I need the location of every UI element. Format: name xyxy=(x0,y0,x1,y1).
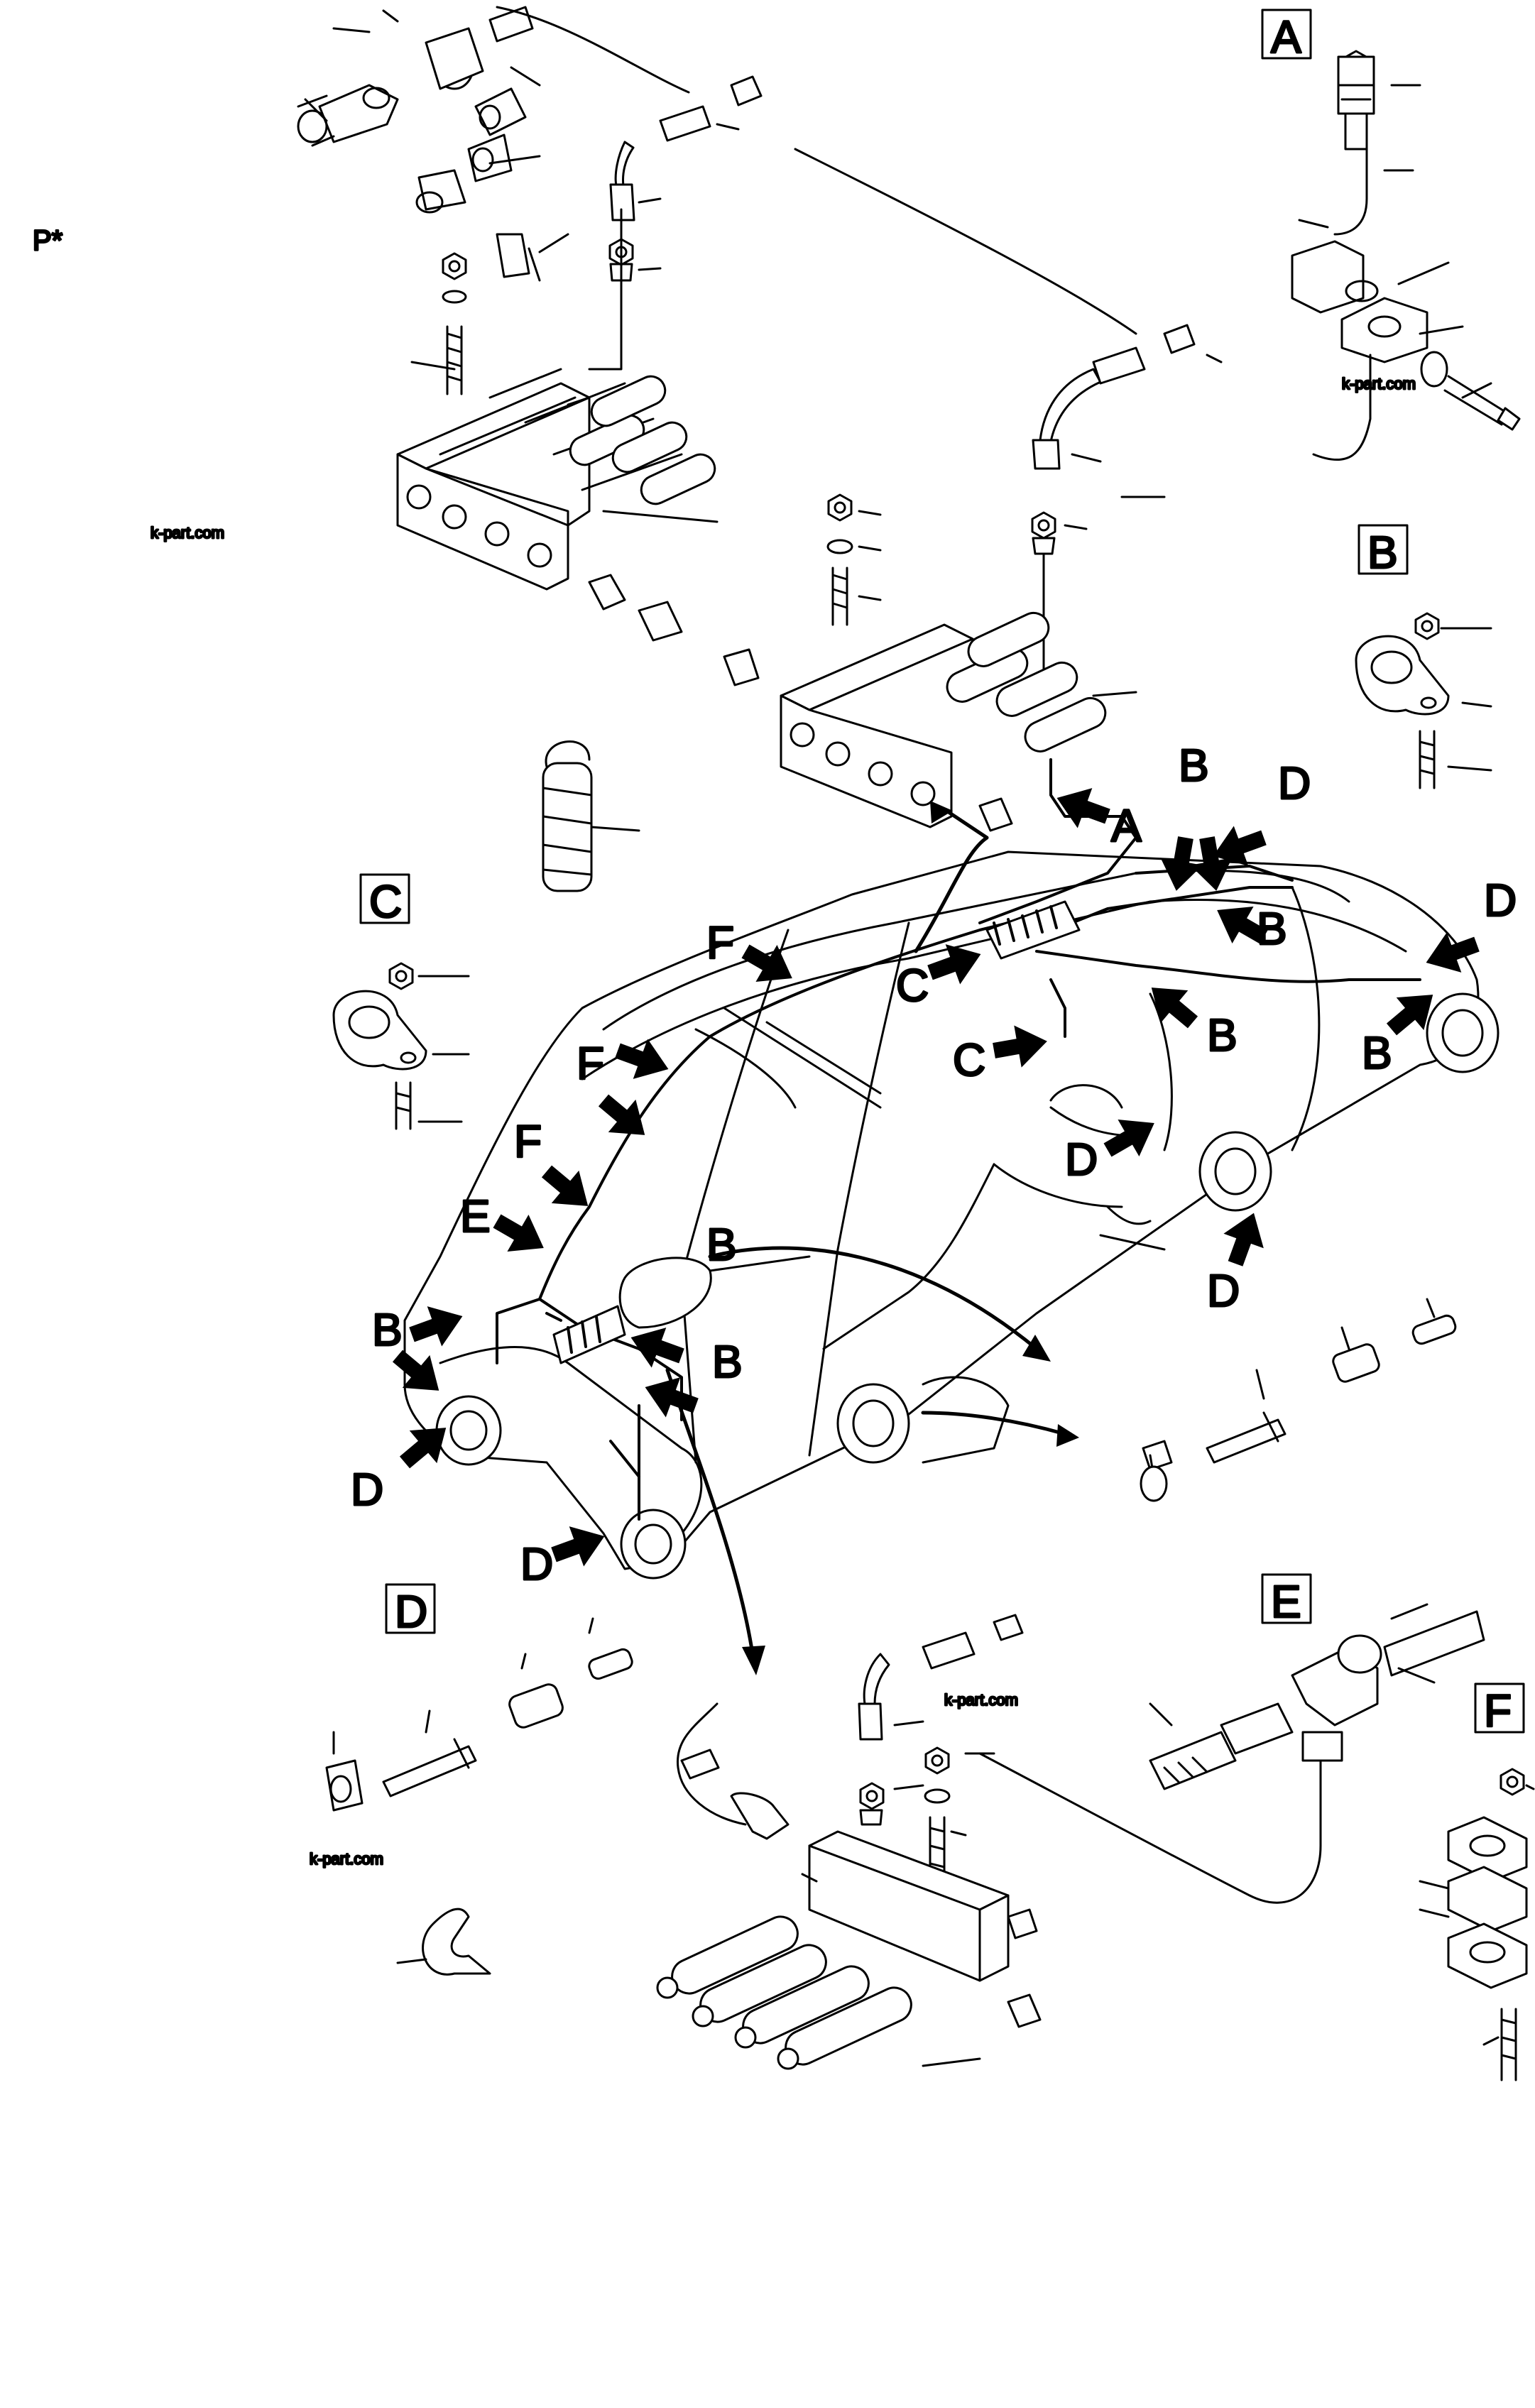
detail-b: B xyxy=(1355,524,1492,789)
detail-d: D xyxy=(325,1583,633,1812)
top-middle-distributor-assembly xyxy=(780,324,1223,832)
arrow-label: D xyxy=(1065,1134,1098,1185)
detail-c: C xyxy=(332,873,470,1130)
arrow-label: A xyxy=(1111,800,1142,851)
arrow-label: E xyxy=(460,1191,491,1242)
detail-box-label: C xyxy=(369,876,402,927)
arrow-label: D xyxy=(351,1464,383,1515)
clamp-band xyxy=(396,1908,491,1976)
arrow-label: B xyxy=(1362,1027,1392,1078)
arrow-label: C xyxy=(953,1034,985,1085)
arrow-label: B xyxy=(712,1336,743,1387)
pointer-curves xyxy=(665,801,1079,1675)
spring-protector xyxy=(542,740,640,892)
arrow-label: D xyxy=(1484,875,1517,926)
arrow-label: F xyxy=(577,1038,604,1089)
arrow-label: D xyxy=(520,1538,553,1589)
arrow-label: D xyxy=(1278,757,1311,809)
arrow-label: B xyxy=(1179,740,1209,791)
watermark: k-part.com xyxy=(944,1691,1018,1709)
arrow-label: B xyxy=(1207,1009,1238,1061)
page-marker: P* xyxy=(33,225,62,256)
top-left-distributor-assembly xyxy=(297,6,1137,686)
arrow-label: D xyxy=(1207,1265,1240,1316)
boom-grease-lines xyxy=(496,758,1421,1521)
bottom-distributor-assembly xyxy=(656,1614,1322,2070)
detail-box-label: D xyxy=(395,1586,427,1637)
watermark: k-part.com xyxy=(151,524,224,542)
right-middle-fittings xyxy=(1140,1298,1457,1502)
watermark: k-part.com xyxy=(310,1850,383,1868)
detail-box-label: F xyxy=(1484,1685,1512,1736)
arrow-label: F xyxy=(514,1116,542,1167)
watermark: k-part.com xyxy=(1342,375,1416,393)
detail-f: F xyxy=(1419,1682,1535,2081)
detail-box-label: B xyxy=(1367,527,1398,578)
arrow-label: B xyxy=(706,1219,737,1270)
arrow-labels: A B B D B D B B C C D D F F F F E B B D … xyxy=(350,739,1518,1591)
arrow-label: F xyxy=(706,917,734,968)
arrow-label: C xyxy=(896,960,929,1011)
detail-box-label: E xyxy=(1271,1576,1301,1627)
arrow-label: B xyxy=(372,1304,403,1355)
detail-box-label: A xyxy=(1271,11,1301,62)
detail-e: E xyxy=(1149,1573,1485,1819)
detail-a: A xyxy=(1261,9,1521,461)
arrow-label: B xyxy=(1257,903,1287,954)
